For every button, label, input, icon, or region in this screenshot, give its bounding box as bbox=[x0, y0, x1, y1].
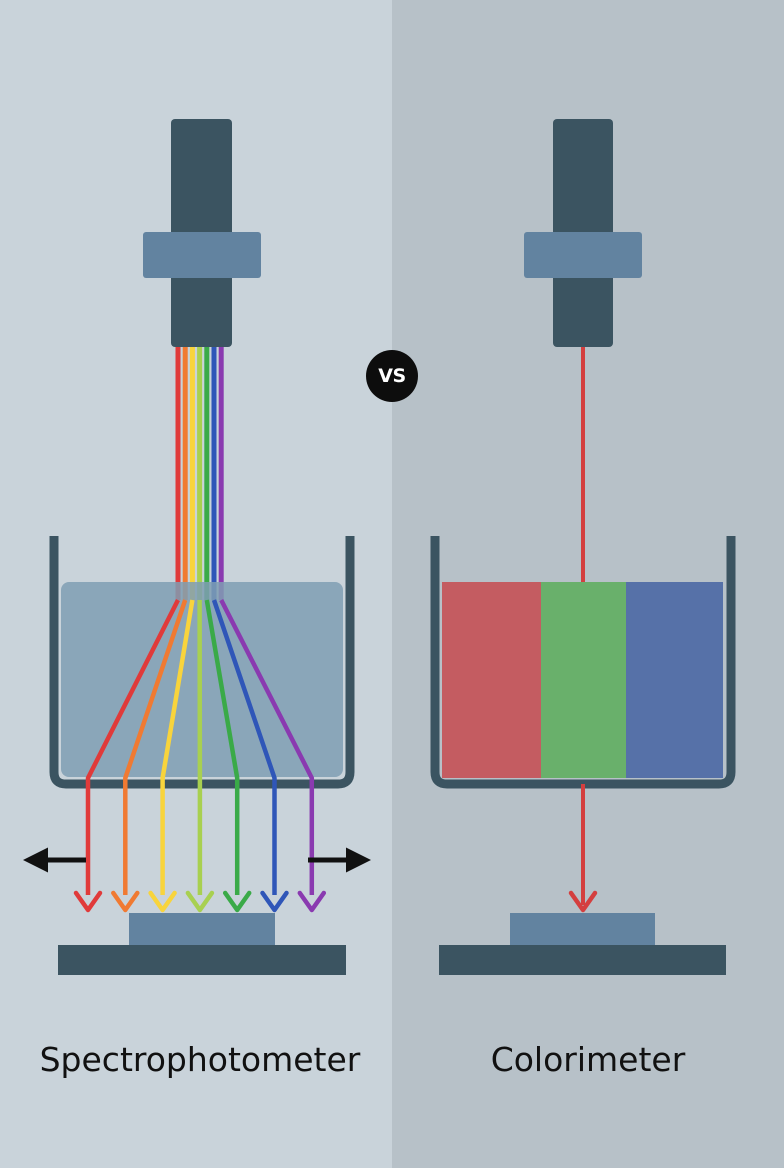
ray-arrowhead bbox=[185, 890, 215, 913]
sample-blue-band bbox=[626, 582, 723, 778]
dispersed-ray bbox=[211, 599, 277, 895]
dispersed-rays bbox=[73, 598, 327, 913]
dispersed-ray bbox=[85, 598, 181, 895]
spectrophotometer-light-source bbox=[143, 119, 261, 347]
colorimeter-label: Colorimeter bbox=[490, 1040, 686, 1079]
spectrophotometer-detector bbox=[58, 913, 346, 975]
ray-arrowhead bbox=[260, 890, 289, 913]
colorimeter-light-source bbox=[524, 119, 642, 347]
spectrophotometer-label: Spectrophotometer bbox=[39, 1040, 361, 1079]
dispersed-ray bbox=[123, 599, 188, 895]
ray-arrowhead bbox=[111, 890, 140, 913]
vs-badge: VS bbox=[366, 350, 418, 402]
dispersed-ray bbox=[160, 599, 195, 895]
colorimeter-output-beam bbox=[568, 784, 598, 913]
ray-arrowhead bbox=[73, 890, 103, 913]
ray-arrowhead bbox=[148, 890, 177, 913]
dispersed-ray bbox=[204, 599, 240, 895]
ray-arrowhead bbox=[222, 890, 252, 913]
dispersed-ray bbox=[219, 598, 315, 895]
spectrum-beams bbox=[175, 347, 224, 600]
colorimeter-cuvette bbox=[430, 536, 736, 789]
sample-red-band bbox=[442, 582, 541, 778]
colorimeter-detector bbox=[439, 913, 726, 975]
sample-green-band bbox=[541, 582, 626, 778]
output-arrowhead bbox=[568, 890, 598, 913]
ray-arrowhead bbox=[297, 890, 327, 913]
